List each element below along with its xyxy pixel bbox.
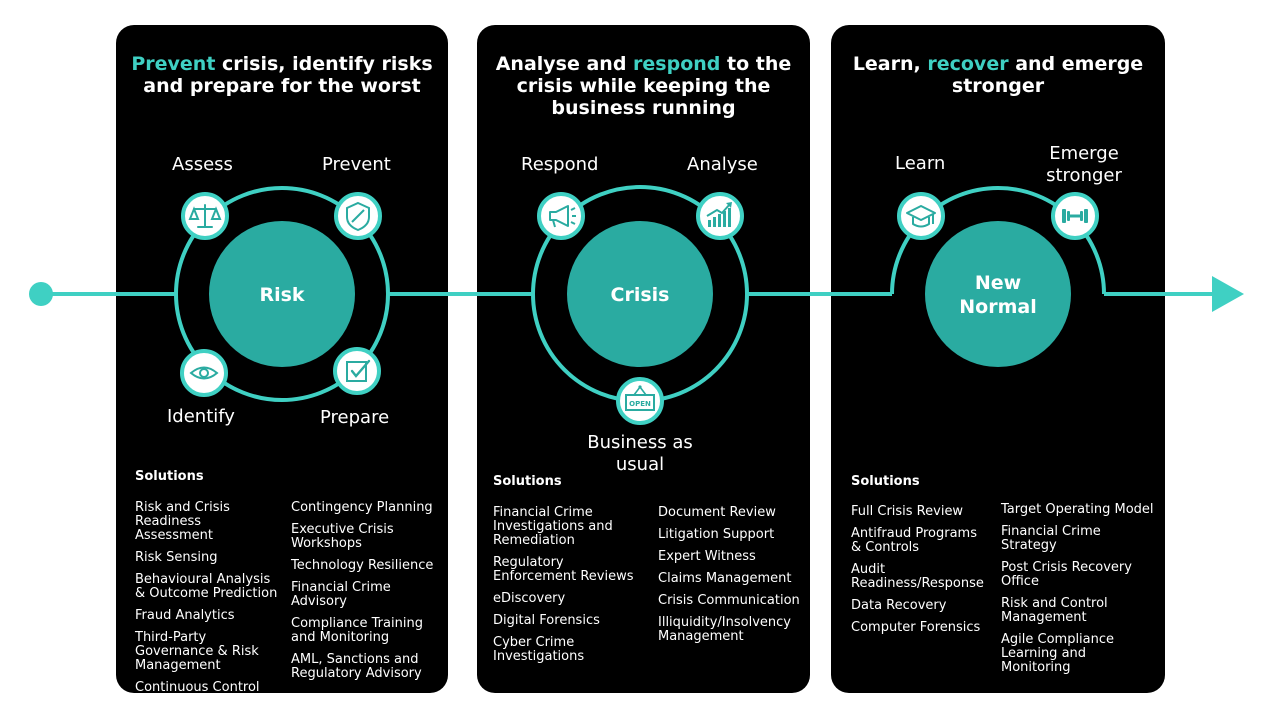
solution-item: Data Recovery [851, 598, 947, 613]
panel-new-normal: Learn, recover and emerge stronger Learn… [831, 25, 1165, 693]
solution-item: Computer Forensics [851, 620, 981, 635]
panel-prevent: Prevent crisis, identify risks and prepa… [116, 25, 448, 709]
solution-item: Technology Resilience [291, 558, 434, 573]
solution-item: Document Review [658, 505, 776, 520]
risk-ring [174, 186, 390, 402]
solution-item: Financial Crime Strategy [1001, 524, 1101, 553]
panel-title: Prevent crisis, identify risks and prepa… [131, 53, 433, 97]
solution-item: Antifraud Programs & Controls [851, 526, 977, 555]
new-normal-label-line1: New [975, 272, 1021, 294]
solution-item: Digital Forensics [493, 613, 600, 628]
stage-label-prevent: Prevent [322, 154, 391, 175]
solution-item: Executive Crisis Workshops [291, 522, 394, 551]
timeline-arrow-head [1212, 276, 1244, 312]
panel-title: Learn, recover and emerge stronger [852, 53, 1144, 97]
graduation-cap-icon [897, 192, 945, 240]
stage-label-emerge-stronger: Emerge stronger [1046, 143, 1122, 186]
solution-item: Agile Compliance Learning and Monitoring [1001, 632, 1115, 675]
solutions-heading: Solutions [135, 469, 204, 484]
crisis-circle [567, 221, 713, 367]
solution-item: Financial Crime Investigations and Remed… [493, 505, 613, 548]
megaphone-icon [537, 192, 585, 240]
shield-icon [334, 192, 382, 240]
open-sign-icon: OPEN [616, 377, 664, 425]
stage-label-learn: Learn [895, 153, 946, 174]
solution-item: Claims Management [658, 571, 792, 586]
stage-label-respond: Respond [521, 154, 599, 175]
stage-label-business-as-usual: Business as usual [587, 432, 693, 475]
solutions-heading: Solutions [493, 474, 562, 489]
solution-item: Expert Witness [658, 549, 756, 564]
new-normal-label-line2: Normal [959, 296, 1036, 318]
crisis-label: Crisis [611, 284, 670, 306]
panel-title: Analyse and respond to the crisis while … [495, 53, 792, 119]
solution-item: Contingency Planning [291, 500, 433, 515]
new-normal-arc [890, 186, 1106, 295]
stage-label-analyse: Analyse [687, 154, 758, 175]
solution-item: Risk Sensing [135, 550, 218, 565]
solution-item: Crisis Communication [658, 593, 800, 608]
stage-label-assess: Assess [172, 154, 233, 175]
solution-item: AML, Sanctions and Regulatory Advisory [291, 652, 422, 681]
solution-item: Target Operating Model [1001, 502, 1154, 517]
solution-item: Risk and Crisis Readiness Assessment [135, 500, 230, 543]
new-normal-circle [925, 221, 1071, 367]
solutions-heading: Solutions [851, 474, 920, 489]
solution-item: Fraud Analytics [135, 608, 235, 623]
solution-item: Risk and Control Management [1001, 596, 1108, 625]
dumbbell-icon [1051, 192, 1099, 240]
open-sign-text: OPEN [629, 400, 651, 408]
eye-icon [180, 349, 228, 397]
solution-item: Litigation Support [658, 527, 775, 542]
stage-label-identify: Identify [167, 406, 235, 427]
checkbox-icon [333, 347, 381, 395]
solution-item: Regulatory Enforcement Reviews [493, 555, 634, 584]
solution-item: Behavioural Analysis & Outcome Predictio… [135, 572, 278, 601]
solution-item: Illiquidity/Insolvency Management [658, 615, 791, 644]
solution-item: Continuous Control Monitoring [135, 680, 260, 709]
solution-item: Post Crisis Recovery Office [1001, 560, 1132, 589]
risk-circle [209, 221, 355, 367]
scales-icon [181, 192, 229, 240]
solution-item: eDiscovery [493, 591, 566, 606]
growth-chart-icon [696, 192, 744, 240]
solution-item: Financial Crime Advisory [291, 580, 391, 609]
stage-label-prepare: Prepare [320, 407, 390, 428]
solution-item: Full Crisis Review [851, 504, 964, 519]
solution-item: Audit Readiness/Response [851, 562, 984, 591]
solution-item: Third-Party Governance & Risk Management [135, 630, 259, 673]
solution-item: Cyber Crime Investigations [493, 635, 585, 664]
solutions-list-col1: Financial Crime Investigations and Remed… [493, 506, 648, 672]
solution-item: Compliance Training and Monitoring [291, 616, 423, 645]
risk-label: Risk [259, 284, 304, 306]
